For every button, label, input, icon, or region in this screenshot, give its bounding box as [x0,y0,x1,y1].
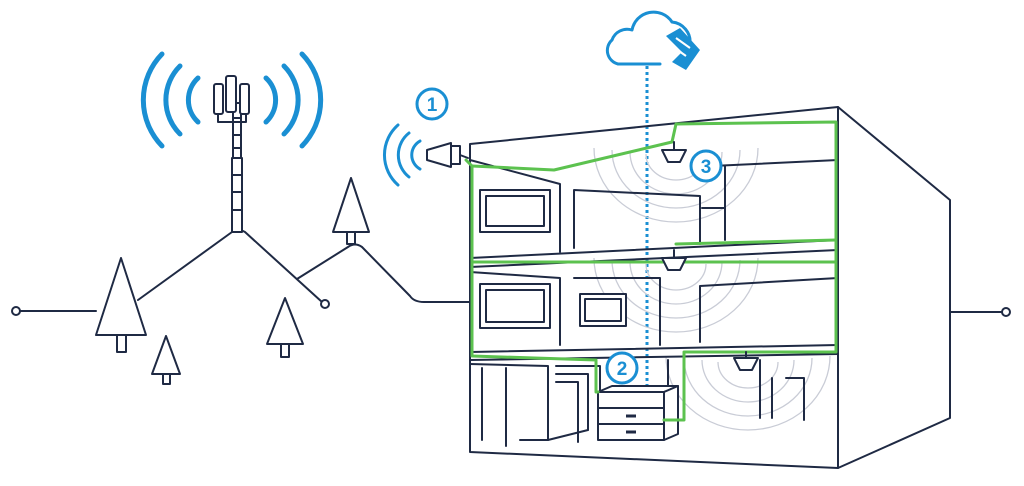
coax-cable-floor2 [674,238,838,246]
badge-label: 2 [617,359,628,380]
ceiling-dome-antenna-icon [661,141,687,163]
ground-line-left [11,306,97,316]
tree-icon [95,257,147,353]
booster-box-icon [597,385,679,441]
tree-icon [151,335,181,385]
hill-line-2 [296,243,471,303]
tower-signal-waves [140,51,324,149]
badge-indoor-antenna: 3 [689,149,723,183]
badge-outdoor-antenna: 1 [415,87,449,121]
ceiling-dome-antenna-icon [661,249,687,271]
badge-booster-unit: 2 [605,351,639,385]
house-icon [469,106,951,469]
cell-tower-icon [213,75,250,233]
signal-ripples-middle [593,257,759,333]
antenna-signal-waves [383,123,422,187]
ceiling-dome-antenna-icon [733,351,759,371]
hill-node [320,299,330,309]
ground-line-right [949,307,1011,317]
badge-label: 1 [427,95,438,116]
tree-icon [332,177,370,245]
coax-cable-trunk [470,120,838,422]
hill-line [137,229,323,303]
badge-label: 3 [701,157,712,178]
cloud-icon [605,10,700,70]
tree-icon [266,297,304,358]
cellular-antenna-icon [426,142,469,168]
